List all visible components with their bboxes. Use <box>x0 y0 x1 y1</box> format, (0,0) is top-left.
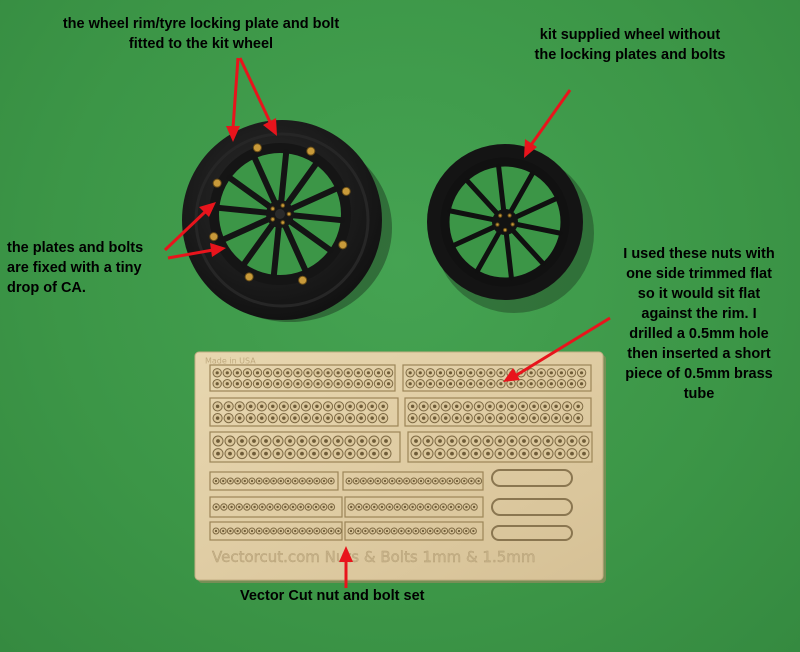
note-kit-wheel: kit supplied wheel without the locking p… <box>500 25 760 65</box>
note-plates-fixed-line1: the plates and bolts <box>7 240 144 256</box>
note-nuts-line5: drilled a 0.5mm hole <box>629 326 769 342</box>
note-nuts-line8: tube <box>683 386 715 402</box>
note-nuts-line4: against the rim. I <box>641 306 757 322</box>
note-nuts-line7: piece of 0.5mm brass <box>625 366 773 382</box>
fret-made-in: Made in USA <box>205 357 256 366</box>
note-locking-plate-line1: the wheel rim/tyre locking plate and bol… <box>62 16 340 32</box>
fret-brand: Vectorcut.com Nuts & Bolts 1mm & 1.5mm <box>212 548 536 566</box>
note-kit-wheel-line2: the locking plates and bolts <box>534 47 726 63</box>
note-kit-wheel-line1: kit supplied wheel without <box>539 27 721 43</box>
note-plates-fixed-line3: drop of CA. <box>7 280 86 296</box>
note-set-label: Vector Cut nut and bolt set <box>240 588 425 604</box>
note-nuts-line6: then inserted a short <box>627 346 771 362</box>
kit-wheel <box>427 144 594 313</box>
note-nuts-line1: I used these nuts with <box>623 246 775 262</box>
note-locking-plate: the wheel rim/tyre locking plate and bol… <box>26 14 376 54</box>
note-nuts-line2: one side trimmed flat <box>626 266 772 282</box>
note-plates-fixed-line2: are fixed with a tiny <box>7 260 142 276</box>
note-nuts-line3: so it would sit flat <box>637 286 761 302</box>
fitted-wheel <box>182 120 392 322</box>
annotation-arrows <box>163 57 611 588</box>
photo-etch-fret: Made in USA Vectorcut.com Nuts & Bolts 1… <box>194 351 606 583</box>
note-nuts-used: I used these nuts with one side trimmed … <box>604 244 794 404</box>
note-plates-fixed: the plates and bolts are fixed with a ti… <box>7 238 182 298</box>
note-locking-plate-line2: fitted to the kit wheel <box>128 36 274 52</box>
